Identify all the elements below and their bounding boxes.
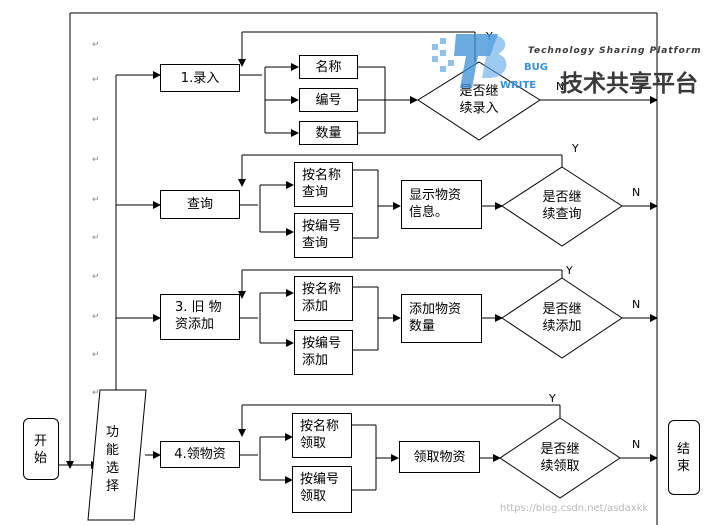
start-label-2: 始 xyxy=(34,451,48,466)
logo-write: WRITE xyxy=(500,80,537,91)
entry-qty-box: 数量 xyxy=(299,121,358,145)
entry-name-box: 名称 xyxy=(299,55,358,79)
bugwrite-logo-mark xyxy=(432,34,507,88)
receive-by-name-box: 按名称 领取 xyxy=(292,413,352,458)
add-qty-box: 添加物资 数量 xyxy=(401,294,482,343)
start-node: 开 始 xyxy=(23,418,59,480)
query-by-name-box: 按名称 查询 xyxy=(294,162,353,207)
end-label-1: 结 xyxy=(677,442,691,457)
logo-bug: BUG xyxy=(524,62,548,73)
show-info-box: 显示物资 信息。 xyxy=(401,180,482,229)
receive-box: 4.领物资 xyxy=(160,441,240,468)
logo-tagline: Technology Sharing Platform xyxy=(528,46,702,56)
decision-diamond-receive xyxy=(499,417,621,499)
receive-goods-box: 领取物资 xyxy=(399,441,480,473)
function-select-l1: 功 xyxy=(106,425,120,440)
function-select-l4: 择 xyxy=(106,479,120,494)
query-by-id-box: 按编号 查询 xyxy=(294,213,353,258)
add-decision-text: 是否继 续添加 xyxy=(542,302,582,334)
add-yes-label: Y xyxy=(566,264,573,277)
function-select-shape xyxy=(87,389,147,521)
receive-decision-text: 是否继 续领取 xyxy=(540,442,580,474)
end-node: 结 束 xyxy=(668,420,700,495)
add-old-box: 3. 旧 物 资添加 xyxy=(160,294,240,340)
bugwrite-logo: Technology Sharing Platform BUG WRITE 技术… xyxy=(428,26,708,97)
end-label-2: 束 xyxy=(677,459,691,474)
add-by-name-box: 按名称 添加 xyxy=(294,276,353,321)
decision-diamond-query xyxy=(501,166,623,247)
decision-diamond-entry xyxy=(417,61,541,141)
query-decision-text: 是否继 续查询 xyxy=(542,190,582,222)
function-select-l3: 选 xyxy=(106,461,120,476)
query-box: 查询 xyxy=(160,190,240,219)
entry-box: 1.录入 xyxy=(160,64,240,92)
function-select-labels: 功 能 选 择 xyxy=(106,424,119,496)
start-label-1: 开 xyxy=(34,434,48,449)
receive-yes-label: Y xyxy=(549,392,556,405)
receive-by-id-box: 按编号 领取 xyxy=(292,466,352,513)
entry-id-box: 编号 xyxy=(299,88,358,112)
query-yes-label: Y xyxy=(572,142,579,155)
decision-diamond-add xyxy=(501,277,623,359)
logo-chinese: 技术共享平台 xyxy=(560,71,698,97)
query-no-label: N xyxy=(632,186,641,199)
add-no-label: N xyxy=(632,298,641,311)
watermark-url: https://blog.csdn.net/asdaxkk xyxy=(500,503,649,514)
entry-no-label: N xyxy=(556,80,565,93)
receive-no-label: N xyxy=(632,438,641,451)
add-by-id-box: 按编号 添加 xyxy=(294,330,353,375)
function-select-l2: 能 xyxy=(106,443,120,458)
